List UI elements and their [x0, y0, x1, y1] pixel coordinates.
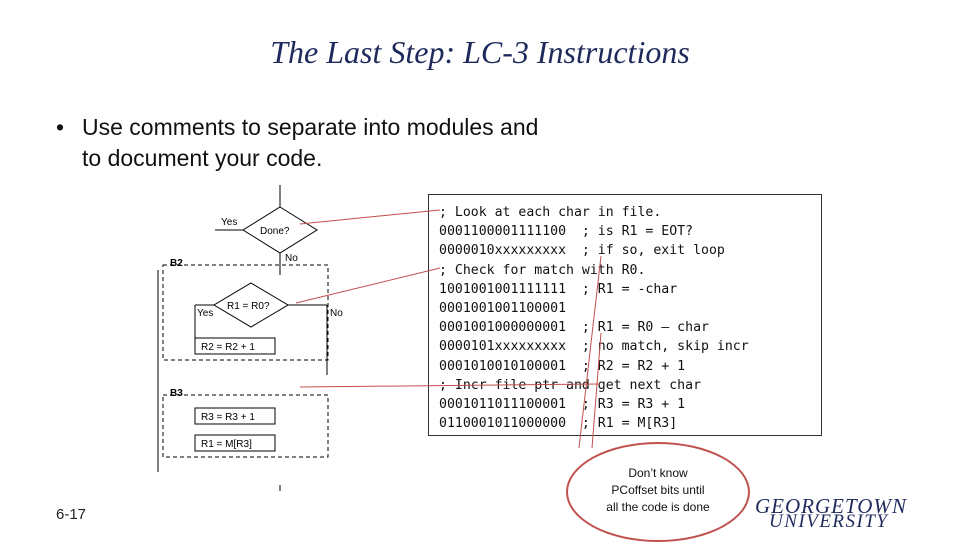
- bullet-text-line-1: Use comments to separate into modules an…: [82, 114, 539, 140]
- label-r3-inc: R3 = R3 + 1: [201, 412, 255, 423]
- label-b3: B3: [170, 388, 183, 399]
- callout-line-2: PCoffset bits until: [611, 483, 705, 497]
- code-listing: ; Look at each char in file. 00011000011…: [428, 194, 822, 436]
- label-yes-top: Yes: [221, 217, 237, 228]
- logo-line-2: UNIVERSITY: [769, 511, 889, 532]
- r3-inc-box: [194, 407, 276, 425]
- label-r2-inc: R2 = R2 + 1: [201, 342, 255, 353]
- callout-oval: Don’t know PCoffset bits until all the c…: [566, 442, 750, 542]
- r1-r0-diamond: [213, 282, 289, 328]
- label-no-right: No: [330, 308, 343, 319]
- block-b3-outline: [162, 394, 329, 458]
- r1-load-box: [194, 434, 276, 452]
- label-b2: B2: [170, 258, 183, 269]
- bullet-point: • Use comments to separate into modules …: [56, 112, 696, 174]
- bullet-symbol: •: [56, 114, 65, 140]
- slide-number: 6-17: [56, 506, 87, 523]
- logo-line-1: GEORGETOWN: [755, 494, 907, 518]
- code-line: ; Look at each char in file.: [439, 205, 662, 220]
- pointer-line-done: [299, 209, 441, 225]
- label-done: Done?: [260, 226, 290, 237]
- callout-line-3: all the code is done: [606, 500, 710, 514]
- label-r1-r0: R1 = R0?: [227, 301, 270, 312]
- code-line: 0001001000000001 ; R1 = R0 – char: [439, 320, 709, 336]
- code-line: 0001011011100001 ; R3 = R3 + 1: [439, 397, 686, 413]
- slide-title: The Last Step: LC-3 Instructions: [270, 34, 690, 70]
- block-b2-outline: [162, 264, 329, 361]
- label-yes-left: Yes: [197, 308, 213, 319]
- callout-pointer-2: [591, 332, 602, 449]
- flowchart: Yes Done? No B2 R1 = R0? Yes No R2 = R2 …: [157, 185, 343, 491]
- label-no-top: No: [285, 253, 298, 264]
- code-line: ; Check for match with R0.: [439, 262, 646, 278]
- georgetown-logo: GEORGETOWN UNIVERSITY: [755, 494, 935, 532]
- code-line: 0001100001111100 ; is R1 = EOT?: [439, 224, 694, 240]
- r2-inc-box: [194, 337, 276, 355]
- callout-pointer-1: [578, 255, 602, 449]
- code-line: 0000010xxxxxxxxx ; if so, exit loop: [439, 243, 725, 259]
- label-r1-load: R1 = M[R3]: [201, 439, 252, 450]
- callout-line-1: Don’t know: [628, 466, 688, 480]
- bullet-text-line-2: to document your code.: [82, 145, 323, 171]
- code-line: ; Incr file ptr and get next char: [439, 377, 702, 393]
- code-line: 0001001001100001: [439, 301, 567, 317]
- pointer-line-compare: [295, 267, 441, 304]
- pointer-line-b3: [299, 383, 601, 388]
- code-line: 0001010010100001 ; R2 = R2 + 1: [439, 358, 686, 374]
- code-line: 0110001011000000 ; R1 = M[R3]: [439, 416, 678, 432]
- code-line: 1001001001111111 ; R1 = -char: [439, 281, 678, 297]
- code-line: 0000101xxxxxxxxx ; no match, skip incr: [439, 339, 749, 355]
